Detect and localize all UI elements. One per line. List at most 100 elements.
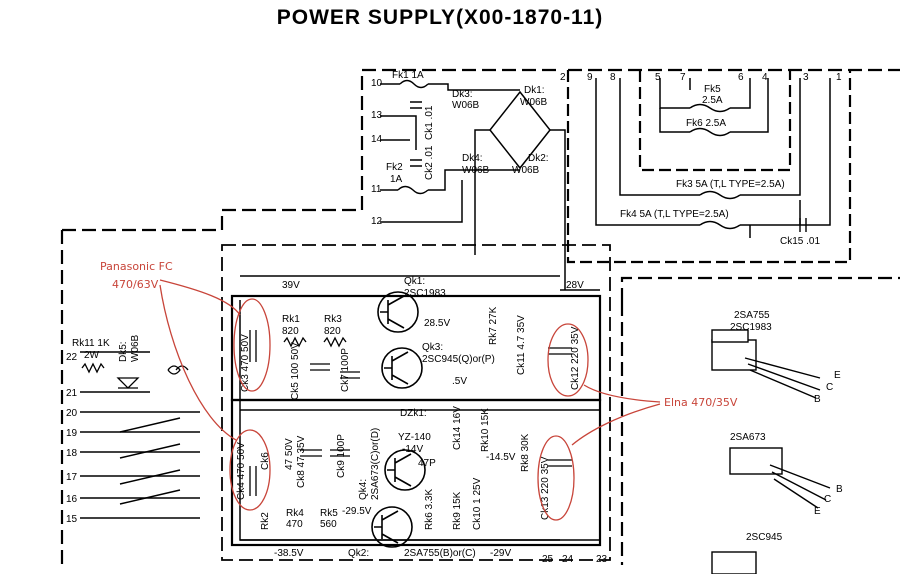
- label-ck10: Ck10 1 25V: [472, 477, 483, 530]
- terminal-8: 8: [610, 72, 616, 83]
- label-dk4b: W06B: [462, 165, 490, 176]
- chassis-dashed-border: [60, 68, 900, 565]
- label-dk3b: W06B: [452, 100, 480, 111]
- pinout2-title: 2SA673: [730, 432, 766, 443]
- terminal-7: 7: [680, 72, 686, 83]
- label-fk3: Fk3 5A (T,L TYPE=2.5A): [676, 179, 785, 190]
- terminal-3: 3: [803, 72, 809, 83]
- label-dk2a: Dk2:: [528, 153, 549, 164]
- terminal-20: 20: [66, 408, 78, 419]
- label-qk2b: 2SA755(B)or(C): [404, 548, 476, 559]
- rk1-symbol: [283, 336, 307, 348]
- pinout2-b: B: [836, 484, 843, 495]
- label-ck6v: 47 50V: [284, 438, 295, 470]
- pinout3-title: 2SC945: [746, 532, 783, 543]
- annotation-circle-ck3: [233, 298, 271, 392]
- label-rk9: Rk9 15K: [452, 491, 463, 530]
- pinout-to220-legs: [744, 357, 821, 399]
- side-switch-lines: [80, 351, 200, 519]
- pinout1-b: B: [814, 394, 821, 405]
- label-rk1v: 820: [282, 326, 299, 337]
- label-rk1: Rk1: [282, 314, 300, 325]
- annotation-arrow-ck3: [159, 279, 241, 316]
- label-fk2b: 1A: [390, 174, 403, 185]
- side-switches: [119, 417, 181, 505]
- label-ck6: Ck6: [260, 452, 271, 470]
- wire-13: [380, 115, 417, 150]
- cap-ck15-symbol: [799, 218, 807, 232]
- label-ck1: Ck1 .01: [424, 105, 435, 140]
- label-ck9: Ck9 100P: [336, 434, 347, 478]
- label-dk5a: Dk5:: [118, 341, 129, 362]
- label-v-5: .5V: [452, 376, 467, 387]
- label-fk5b: 2.5A: [702, 95, 723, 106]
- label-rk11w: 2W: [84, 350, 100, 361]
- pinout1-title-b: 2SC1983: [730, 322, 772, 333]
- ck5-plates: [310, 363, 330, 371]
- label-v28: 28V: [566, 280, 584, 291]
- fuse-fk6-symbol: [689, 127, 731, 137]
- label-ck3: Ck3 470 50V: [240, 334, 251, 392]
- terminal-10: 10: [371, 78, 383, 89]
- pinout-to126-body: [729, 447, 783, 475]
- label-ck4: Ck4 470 50V: [236, 442, 247, 500]
- terminal-23: 23: [596, 554, 608, 565]
- label-qk3: Qk3:: [422, 342, 443, 353]
- annotation-elna: Elna 470/35V: [664, 396, 738, 409]
- fuse-fk5-symbol: [689, 103, 731, 113]
- ck7-plates: [340, 371, 360, 379]
- terminal-21: 21: [66, 388, 78, 399]
- label-rk2: Rk2: [260, 512, 271, 530]
- cap-ck2-symbol: [410, 159, 422, 167]
- label-v-38-5: -38.5V: [274, 548, 304, 559]
- dk5-symbol: [116, 377, 140, 389]
- label-rk4v: 470: [286, 519, 303, 530]
- pinout1-title-a: 2SA755: [734, 310, 770, 321]
- label-rk6: Rk6 3.3K: [424, 489, 435, 530]
- label-fk5a: Fk5: [704, 84, 721, 95]
- label-rk3: Rk3: [324, 314, 342, 325]
- ck3-plates: [249, 330, 257, 362]
- label-dzk1: DZk1:: [400, 408, 427, 419]
- label-fk2a: Fk2: [386, 162, 403, 173]
- fk6-loop: [659, 78, 769, 133]
- annotation-circle-ck13: [537, 435, 575, 521]
- terminal-19: 19: [66, 428, 78, 439]
- label-v28-5: 28.5V: [424, 318, 450, 329]
- rk11-symbol: [81, 362, 105, 374]
- terminal-16: 16: [66, 494, 78, 505]
- pinout1-c: C: [826, 382, 833, 393]
- label-rk7: Rk7 27K: [488, 306, 499, 345]
- fuse-fk1-symbol: [399, 79, 429, 89]
- label-ck14: Ck14 16V: [452, 406, 463, 450]
- label-rk10: Rk10 15K: [480, 408, 491, 452]
- pinout-to92-body: [711, 551, 757, 574]
- terminal-2: 2: [560, 72, 566, 83]
- label-qk4b: 2SA673(C)or(D): [370, 428, 381, 500]
- pinout-to220-tab: [711, 329, 749, 343]
- label-qk3b: 2SC945(Q)or(P): [422, 354, 495, 365]
- annotation-arrow-ck4: [159, 284, 237, 441]
- label-ck11: Ck11 4.7 35V: [516, 315, 527, 375]
- cap-ck1-symbol: [410, 101, 422, 109]
- annotation-arrow-ck12: [583, 384, 661, 403]
- annotation-panasonic-line2: 470/63V: [112, 278, 159, 291]
- label-ck13: Ck13 220 35V: [540, 456, 551, 520]
- label-ck5: Ck5 100 50V: [290, 342, 301, 400]
- upper-board-outline: [230, 294, 602, 402]
- bridge-out: [474, 129, 566, 290]
- terminal-17: 17: [66, 472, 78, 483]
- annotation-arrow-ck13: [571, 403, 661, 446]
- qk1-symbol: [377, 291, 419, 333]
- label-c47p: 47P: [418, 458, 436, 469]
- label-qk4: Qk4:: [358, 479, 369, 500]
- label-ck8: Ck8 47 35V: [296, 435, 307, 488]
- terminal-5: 5: [655, 72, 661, 83]
- bridge-diamond: [489, 90, 551, 170]
- label-dk3a: Dk3:: [452, 89, 473, 100]
- label-qk2: Qk2:: [348, 548, 369, 559]
- label-rk11: Rk11 1K: [72, 338, 110, 349]
- pinout-to126-legs: [769, 464, 831, 509]
- qk4-symbol: [384, 449, 426, 491]
- label-v-14-5: -14.5V: [486, 452, 516, 463]
